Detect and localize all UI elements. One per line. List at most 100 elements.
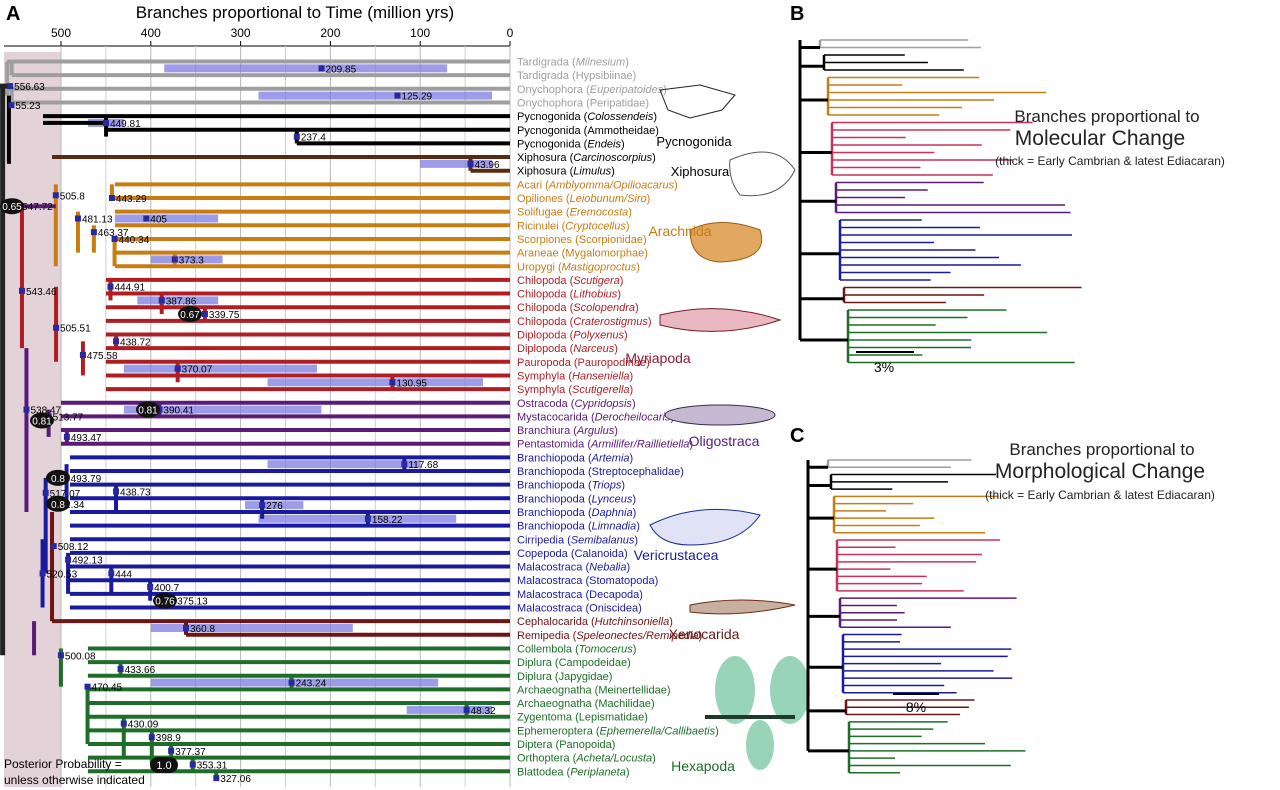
- node-age-label: 433.66: [125, 665, 156, 676]
- posterior-badge-value: 0.81: [138, 406, 158, 417]
- taxon-close: ): [620, 275, 624, 287]
- taxon-species: Artemia: [591, 452, 630, 464]
- node-marker: [467, 160, 474, 167]
- taxon-label: Collembola (Tomocerus): [517, 643, 636, 655]
- node-marker: [189, 761, 196, 768]
- panel-a: A Branches proportional to Time (million…: [0, 3, 810, 787]
- taxon-group: Tardigrada (: [517, 70, 576, 82]
- taxon-group: Chilopoda (: [517, 302, 574, 314]
- taxon-group: Copepoda (: [517, 548, 575, 560]
- taxon-close: ): [621, 138, 625, 150]
- node-marker: [389, 379, 396, 386]
- ci-bar: [420, 159, 493, 168]
- taxon-species: Peripatidae: [590, 97, 646, 109]
- dragonfly-wing-icon: [715, 656, 755, 724]
- ci-bar: [406, 705, 493, 714]
- time-tick-label: 300: [231, 26, 251, 40]
- panel-a-letter: A: [6, 3, 20, 25]
- ci-bar: [123, 405, 322, 414]
- taxon-group: Xiphosura (: [517, 166, 574, 178]
- taxon-species: Cypridopsis: [574, 398, 632, 410]
- node-marker: [401, 461, 408, 468]
- taxon-label: Pentastomida (Armillifer/Raillietiella): [517, 439, 693, 451]
- node-age-label: 48.32: [471, 706, 496, 717]
- node-age-label: 481.13: [82, 214, 113, 225]
- taxon-group: Scorpiones (: [517, 234, 579, 246]
- panel-c-letter: C: [790, 425, 804, 447]
- taxon-label: Malacostraca (Oniscidea): [517, 603, 642, 615]
- node-age-label: 327.06: [220, 774, 251, 785]
- posterior-badge: [0, 198, 24, 215]
- taxon-group: Pycnogonida (: [517, 125, 588, 137]
- node-marker: [293, 133, 300, 140]
- node-marker: [8, 102, 15, 109]
- taxon-species: Scorpionidae: [579, 234, 643, 246]
- pp-legend-line2: unless otherwise indicated: [4, 773, 145, 787]
- taxon-label: Archaeognatha (Meinertellidae): [517, 684, 671, 696]
- time-axis-title: Branches proportional to Time (million y…: [136, 3, 454, 22]
- node-marker: [23, 406, 30, 413]
- taxon-label: Archaeognatha (Machilidae): [517, 698, 655, 710]
- taxon-label: Cephalocarida (Hutchinsoniella): [517, 616, 673, 628]
- posterior-badge-value: 0.67: [180, 310, 200, 321]
- taxon-group: Pycnogonida (: [517, 138, 588, 150]
- node-marker: [394, 92, 401, 99]
- node-age-label: 440.34: [119, 235, 150, 246]
- ci-bar: [137, 296, 219, 305]
- taxon-species: Hanseniella: [572, 370, 629, 382]
- shrimp-icon: [649, 508, 761, 546]
- taxon-label: Chilopoda (Lithobius): [517, 289, 621, 301]
- taxon-label: Branchiopoda (Daphnia): [517, 507, 636, 519]
- taxon-group: Symphyla (: [517, 370, 572, 382]
- taxon-close: ): [614, 425, 618, 437]
- taxon-close: ): [643, 234, 647, 246]
- taxon-label: Chilopoda (Scolopendra): [517, 302, 639, 314]
- node-marker: [213, 775, 220, 782]
- clade-illustrations: [649, 84, 810, 770]
- pentastomid-icon: [664, 404, 776, 426]
- taxon-label: Branchiopoda (Limnadia): [517, 521, 640, 533]
- pp-legend: Posterior Probability = 1.0 unless other…: [4, 757, 178, 787]
- panel-c-title2: Morphological Change: [995, 460, 1205, 483]
- node-age-label: 444.91: [114, 283, 145, 294]
- posterior-badge: [136, 401, 160, 418]
- taxon-species: Lithobius: [573, 289, 618, 301]
- taxon-species: Speleonectes/Remipedia: [576, 630, 698, 642]
- pp-legend-badge-value: 1.0: [156, 760, 171, 772]
- taxon-close: ): [617, 289, 621, 301]
- ci-bar: [123, 364, 317, 373]
- morphological-tree: [806, 459, 1026, 774]
- taxon-species: Derocheilocaris: [595, 411, 671, 423]
- taxon-group: Diptera (: [517, 739, 560, 751]
- taxon-group: Tardigrada (: [517, 57, 576, 69]
- dragonfly-wing-icon: [770, 656, 810, 724]
- pycnogonid-icon: [659, 84, 736, 119]
- node-marker: [18, 287, 25, 294]
- taxon-close: ): [646, 357, 650, 369]
- node-marker: [318, 65, 325, 72]
- node-marker: [84, 683, 91, 690]
- taxon-group: Collembola (: [517, 643, 579, 655]
- taxon-species: Japygidae: [559, 671, 609, 683]
- node-marker: [288, 679, 295, 686]
- clade-label: Xiphosura: [671, 164, 730, 179]
- node-age-label: 493.47: [71, 433, 102, 444]
- taxon-label: Tardigrada (Hypsibiinae): [517, 70, 636, 82]
- taxon-species: Hypsibiinae: [576, 70, 633, 82]
- taxon-species: Hutchinsoniella: [595, 616, 670, 628]
- taxon-group: Mystacocarida (: [517, 411, 595, 423]
- node-marker: [57, 652, 64, 659]
- dragonfly-wing-icon: [746, 720, 774, 770]
- node-age-label: 443.29: [116, 194, 147, 205]
- taxon-species: Scutigera: [573, 275, 619, 287]
- node-age-label: 373.3: [179, 255, 204, 266]
- node-marker: [63, 433, 70, 440]
- taxon-species: Eremocosta: [570, 207, 629, 219]
- remipede-icon: [689, 599, 796, 615]
- taxon-species: Limnadia: [592, 521, 637, 533]
- taxon-species: Periplaneta: [570, 766, 626, 778]
- scorpion-icon: [689, 222, 762, 263]
- taxon-close: ): [633, 643, 637, 655]
- taxon-group: Solifugae (: [517, 207, 570, 219]
